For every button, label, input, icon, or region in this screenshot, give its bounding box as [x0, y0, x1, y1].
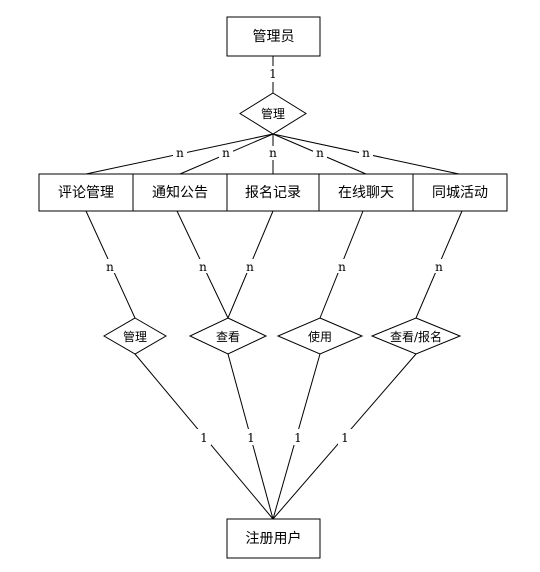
- relationship-admin-manage: 管理: [239, 92, 307, 135]
- relationship-use-label: 使用: [308, 329, 332, 344]
- entity-city-activity: 同城活动: [412, 173, 508, 212]
- entity-online-chat: 在线聊天: [318, 173, 414, 212]
- entity-admin-label: 管理员: [253, 29, 295, 45]
- entity-notice: 通知公告: [132, 173, 228, 212]
- entity-comment-mgmt: 评论管理: [38, 173, 134, 212]
- cardinality-online-chat-n: n: [316, 146, 324, 160]
- cardinality-city-activity-lower-n: n: [435, 260, 443, 274]
- entity-comment-mgmt-label: 评论管理: [58, 185, 114, 201]
- relationship-view-signup: 查看/报名: [370, 317, 462, 355]
- entity-notice-label: 通知公告: [152, 184, 208, 201]
- cardinality-user-manage-one: 1: [200, 431, 208, 445]
- relationship-user-manage: 管理: [103, 317, 167, 355]
- cardinality-comment-mgmt-n: n: [176, 146, 184, 160]
- relationship-admin-manage-label: 管理: [261, 106, 285, 121]
- relationship-view-label: 查看: [216, 330, 240, 344]
- cardinality-notice-lower-n: n: [199, 260, 207, 274]
- relationship-user-manage-label: 管理: [123, 329, 147, 344]
- cardinality-signup-record-lower-n: n: [246, 260, 254, 274]
- relationship-view-signup-label: 查看/报名: [390, 329, 442, 344]
- entity-registered-user-label: 注册用户: [246, 530, 302, 547]
- cardinality-city-activity-n: n: [362, 146, 370, 160]
- cardinality-online-chat-lower-n: n: [338, 260, 346, 274]
- entity-online-chat-label: 在线聊天: [338, 185, 394, 201]
- entity-admin: 管理员: [226, 16, 321, 57]
- cardinality-labels: 1 n n n n n n n n n n 1 1 1 1: [103, 66, 446, 445]
- cardinality-use-one: 1: [294, 431, 302, 445]
- cardinality-view-one: 1: [247, 431, 255, 445]
- entity-city-activity-label: 同城活动: [432, 185, 488, 201]
- cardinality-notice-n: n: [222, 146, 230, 160]
- entity-registered-user: 注册用户: [226, 518, 321, 559]
- relationship-view: 查看: [188, 317, 268, 355]
- cardinality-view-signup-one: 1: [341, 431, 349, 445]
- cardinality-signup-record-n: n: [269, 146, 277, 160]
- cardinality-admin-one: 1: [269, 67, 277, 81]
- entity-signup-record: 报名记录: [226, 173, 320, 212]
- cardinality-comment-mgmt-lower-n: n: [106, 260, 114, 274]
- entity-signup-record-label: 报名记录: [245, 185, 301, 201]
- relationship-use: 使用: [276, 317, 364, 355]
